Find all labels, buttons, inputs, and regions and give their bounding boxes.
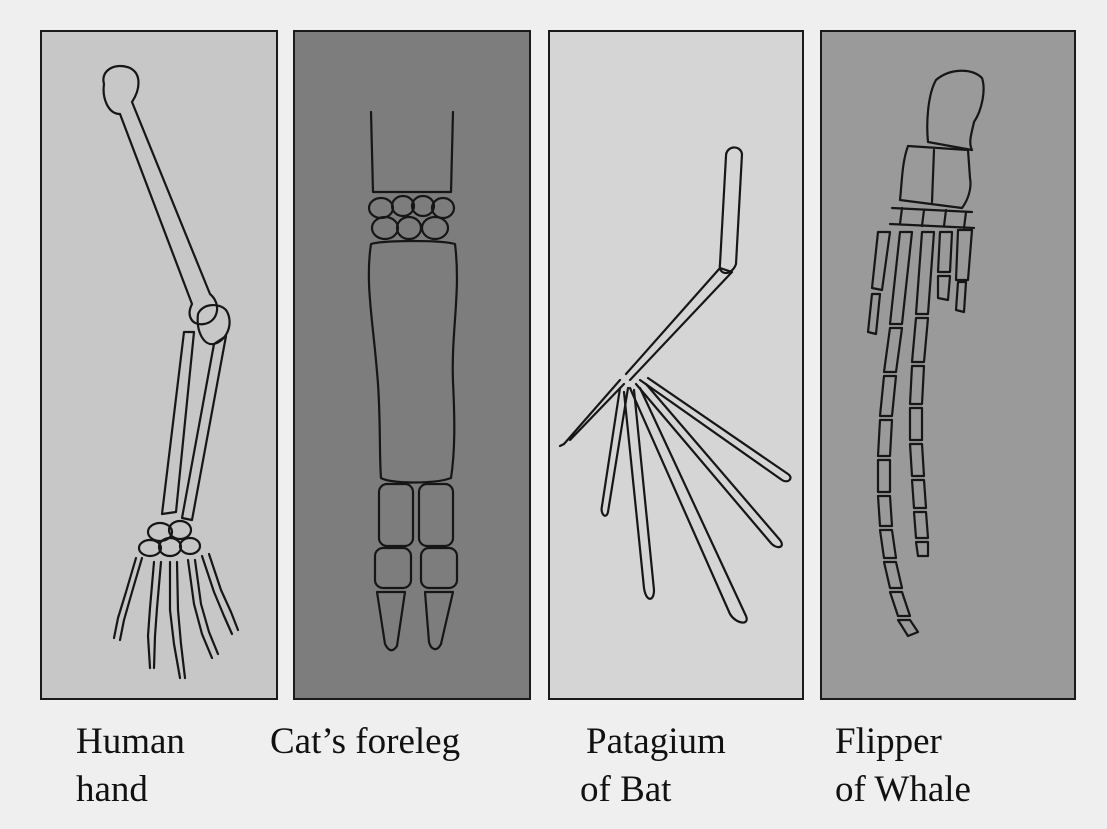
panel-whale-flipper	[820, 30, 1076, 700]
caption-human-hand: Human hand	[76, 718, 185, 814]
human-arm-skeleton-illustration	[42, 32, 280, 702]
caption-bat-line1: Patagium	[580, 718, 726, 766]
caption-whale-line1: Flipper	[835, 718, 971, 766]
cat-foreleg-skeleton-illustration	[295, 32, 533, 702]
bat-wing-skeleton-illustration	[550, 32, 806, 702]
caption-whale-flipper: Flipper of Whale	[835, 718, 971, 814]
panel-bat-patagium	[548, 30, 804, 700]
caption-human-line1: Human	[76, 718, 185, 766]
caption-human-line2: hand	[76, 766, 185, 814]
panel-human-hand	[40, 30, 278, 700]
panel-cat-foreleg	[293, 30, 531, 700]
caption-bat-line2: of Bat	[580, 766, 726, 814]
caption-cat-foreleg: Cat’s foreleg	[270, 718, 460, 766]
caption-bat-patagium: Patagium of Bat	[580, 718, 726, 814]
caption-cat-line1: Cat’s foreleg	[270, 718, 460, 766]
caption-whale-line2: of Whale	[835, 766, 971, 814]
whale-flipper-skeleton-illustration	[822, 32, 1078, 702]
